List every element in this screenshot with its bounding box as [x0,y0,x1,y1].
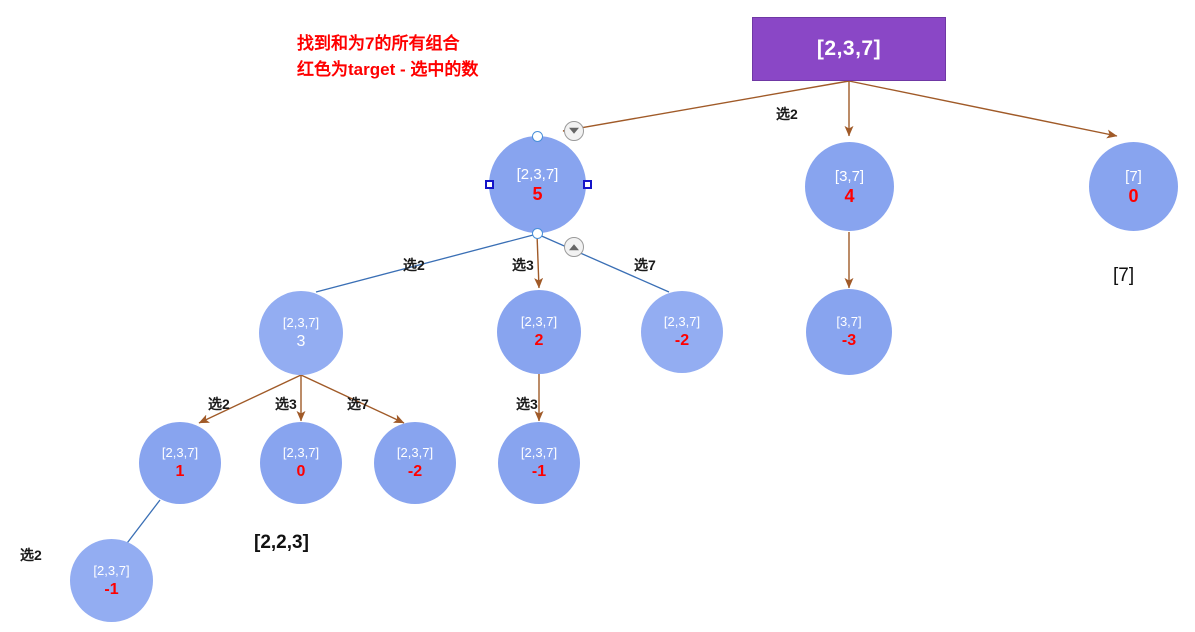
root-node-label: [2,3,7] [816,37,882,60]
selection-handle-bottom[interactable] [532,228,543,239]
node-array-label: [3,7] [834,167,865,185]
tree-node[interactable]: [3,7] 4 [805,142,894,231]
collapse-up-icon[interactable] [564,237,584,257]
root-node[interactable]: [2,3,7] [752,17,946,81]
edge-label-l3a-a: 选2 [20,547,42,563]
page-title-line1: 找到和为7的所有组合 [297,34,460,53]
page-title: 找到和为7的所有组合 红色为target - 选中的数 [297,31,478,83]
edge-label-l2a-b: 选3 [275,396,297,412]
tree-node[interactable]: [2,3,7] -2 [374,422,456,504]
page-title-line2: 红色为target - 选中的数 [297,60,479,79]
node-array-label: [2,3,7] [93,562,130,578]
tree-node[interactable]: [2,3,7] 0 [260,422,342,504]
node-array-label: [3,7] [836,314,862,329]
node-array-label: [2,3,7] [396,445,434,460]
node-array-label: [2,3,7] [520,314,558,329]
tree-node[interactable]: [2,3,7] 1 [139,422,221,504]
edge-label-l2a-c: 选7 [347,396,369,412]
selection-handle-left[interactable] [485,180,494,189]
edge-label-selected-c: 选7 [634,257,656,273]
node-value: 4 [844,185,855,206]
edge-root-to-n1c3 [848,80,1118,139]
node-value: -1 [104,580,119,598]
node-value: 2 [534,332,544,349]
node-array-label: [2,3,7] [520,445,558,460]
edge-selected-to-l2b [534,233,544,289]
tree-node[interactable]: [7] 0 [1089,142,1178,231]
edge-root-to-selected [562,80,850,134]
edge-label-root-mid: 选2 [776,106,798,122]
tree-node[interactable]: [2,3,7] 2 [497,290,581,374]
edge-label-selected-b: 选3 [512,257,534,273]
node-value: 3 [296,333,306,350]
annotation-result-223: [2,2,3] [254,532,309,553]
selection-handle-right[interactable] [583,180,592,189]
node-array-label: [7] [1125,167,1142,185]
node-value: -1 [531,463,547,480]
node-value: -2 [407,463,423,480]
tree-node[interactable]: [2,3,7] -1 [498,422,580,504]
node-array-label: [2,3,7] [663,314,701,329]
node-value: 5 [532,183,543,204]
node-value: -2 [674,332,690,349]
edge-label-l2a-a: 选2 [208,396,230,412]
node-value: -3 [841,332,857,349]
node-array-label: [2,3,7] [161,445,199,460]
node-value: 0 [1128,185,1139,206]
annotation-result-7: [7] [1113,265,1135,286]
node-array-label: [2,3,7] [516,165,559,183]
tree-node[interactable]: [2,3,7] 3 [259,291,343,375]
tree-node-selected[interactable]: [2,3,7] 5 [489,136,586,233]
tree-node[interactable]: [3,7] -3 [806,289,892,375]
node-array-label: [2,3,7] [282,445,320,460]
node-array-label: [2,3,7] [282,315,320,330]
node-value: 1 [175,463,185,480]
tree-node[interactable]: [2,3,7] -1 [70,539,153,622]
edge-label-selected-a: 选2 [403,257,425,273]
selection-handle-top[interactable] [532,131,543,142]
collapse-down-icon[interactable] [564,121,584,141]
node-value: 0 [296,463,306,480]
edge-selected-to-l2a [315,233,538,293]
edge-label-l2b-a: 选3 [516,396,538,412]
tree-node[interactable]: [2,3,7] -2 [641,291,723,373]
